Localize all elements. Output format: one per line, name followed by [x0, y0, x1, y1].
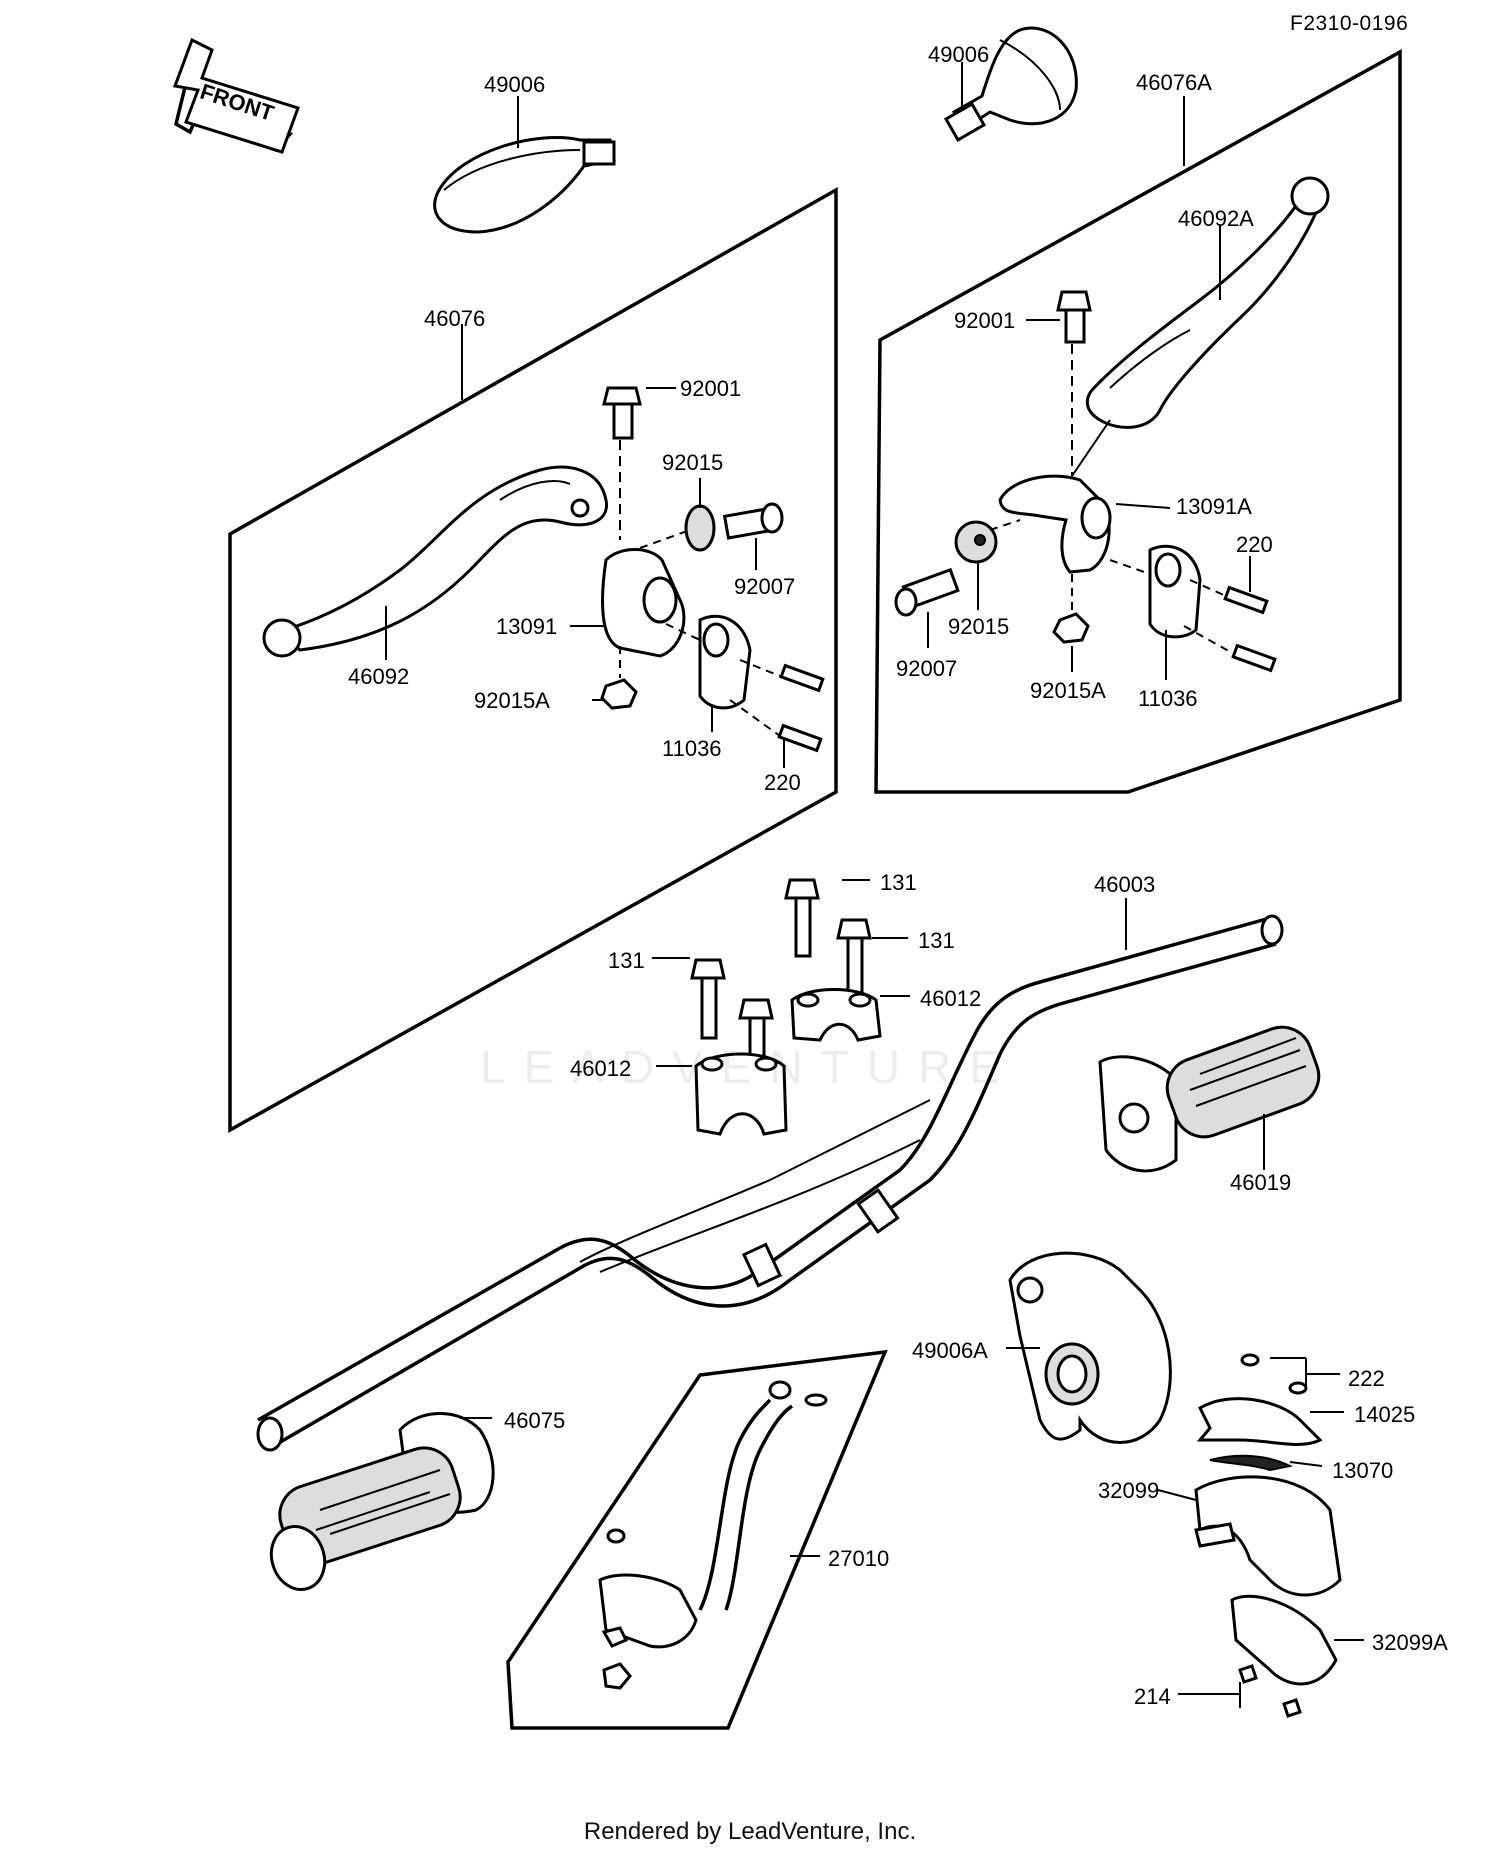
label-222: 222 — [1348, 1366, 1385, 1391]
label-131-c: 131 — [608, 948, 645, 973]
label-32099A: 32099A — [1372, 1630, 1448, 1655]
throttle-housing — [1008, 1251, 1172, 1444]
right-lever-box — [874, 49, 1402, 794]
screws-220-left — [729, 659, 825, 753]
label-46092: 46092 — [348, 664, 409, 689]
throttle-cover-parts — [1194, 1353, 1342, 1718]
lever-bracket-right — [998, 474, 1202, 639]
lever-boot-left — [433, 136, 616, 234]
label-46019: 46019 — [1230, 1170, 1291, 1195]
label-46003: 46003 — [1094, 872, 1155, 897]
left-lever-box — [228, 186, 838, 1133]
label-46076A: 46076A — [1136, 70, 1212, 95]
figure-code: F2310-0196 — [1290, 12, 1409, 35]
kill-switch — [598, 1380, 828, 1690]
part-labels: 49006 49006 46076A 46092A 46076 92001 92… — [348, 42, 1448, 1709]
left-grip — [269, 1412, 495, 1591]
brake-lever-right — [1085, 176, 1330, 429]
label-13091A: 13091A — [1176, 494, 1252, 519]
label-13091: 13091 — [496, 614, 557, 639]
lever-boot-right — [943, 26, 1078, 142]
label-92007-right: 92007 — [896, 656, 957, 681]
bolt-92001-right — [1056, 290, 1092, 476]
label-27010: 27010 — [828, 1546, 889, 1571]
label-13070: 13070 — [1332, 1458, 1393, 1483]
label-92007-left: 92007 — [734, 574, 795, 599]
clutch-lever-left — [262, 465, 608, 658]
label-49006-right: 49006 — [928, 42, 989, 67]
nut-92015A-right — [1052, 574, 1090, 644]
label-92015-left: 92015 — [662, 450, 723, 475]
label-131-b: 131 — [918, 928, 955, 953]
label-46075: 46075 — [504, 1408, 565, 1433]
adjuster-left — [639, 502, 784, 552]
handlebar — [256, 914, 1284, 1452]
leader-lines — [385, 62, 1364, 1708]
label-92001-right: 92001 — [954, 308, 1015, 333]
label-220-right: 220 — [1236, 532, 1273, 557]
bolt-92001-left — [602, 386, 642, 540]
label-92015A-left: 92015A — [474, 688, 550, 713]
front-arrow: FRONT — [172, 37, 300, 154]
watermark: LEADVENTURE — [480, 1041, 1018, 1093]
pivot-line — [1071, 419, 1111, 477]
label-92001-left: 92001 — [680, 376, 741, 401]
label-92015-right: 92015 — [948, 614, 1009, 639]
label-46076: 46076 — [424, 306, 485, 331]
label-11036-left: 11036 — [662, 736, 722, 761]
switch-box — [506, 1349, 888, 1730]
label-11036-right: 11036 — [1138, 686, 1198, 711]
label-49006-left: 49006 — [484, 72, 545, 97]
label-46092A: 46092A — [1178, 206, 1254, 231]
bar-clamp-lower — [694, 1052, 788, 1136]
throttle-grip — [1098, 1025, 1321, 1173]
screws-220-right — [1183, 579, 1277, 673]
label-49006A: 49006A — [912, 1338, 988, 1363]
label-46012-b: 46012 — [570, 1056, 631, 1081]
label-131-a: 131 — [880, 870, 917, 895]
label-214: 214 — [1134, 1684, 1171, 1709]
lever-bracket-left — [601, 548, 752, 710]
adjuster-right — [894, 519, 1021, 617]
nut-92015A-left — [600, 646, 638, 710]
footer-credit: Rendered by LeadVenture, Inc. — [583, 1818, 917, 1845]
label-46012-a: 46012 — [920, 986, 981, 1011]
label-14025: 14025 — [1354, 1402, 1415, 1427]
bar-clamp-upper — [790, 988, 882, 1042]
label-220-left: 220 — [764, 770, 801, 795]
label-92015A-right: 92015A — [1030, 678, 1106, 703]
label-32099: 32099 — [1098, 1478, 1159, 1503]
